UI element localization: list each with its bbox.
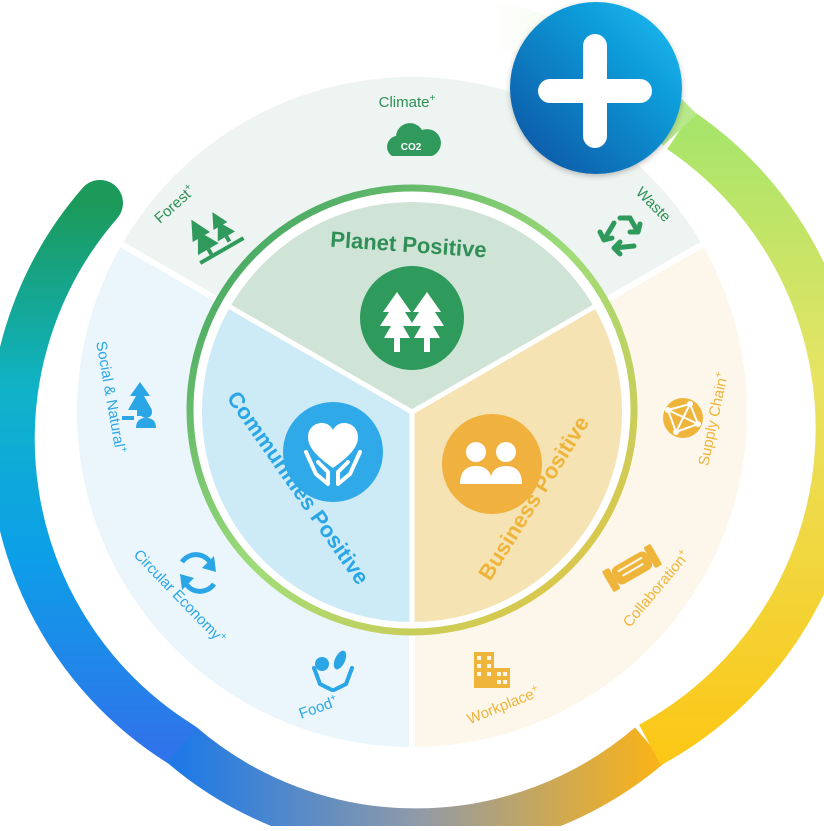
plus-icon (538, 34, 652, 148)
trees-icon (360, 266, 464, 370)
outer-ring-bottom (167, 727, 665, 831)
climate-label: Climate+ (379, 93, 436, 111)
food-hands-icon (312, 650, 354, 692)
outer-ring-left (0, 180, 205, 768)
outer-ring-right (639, 110, 824, 766)
globe-network-icon (663, 398, 703, 438)
people-icon (442, 414, 542, 514)
hands-heart-icon (283, 402, 383, 502)
inner-divider-right (410, 304, 596, 415)
building-icon (474, 652, 510, 688)
cycle-arrows-icon (179, 552, 217, 594)
handshake-icon (602, 544, 662, 592)
co2-cloud-icon: CO2 (387, 123, 441, 156)
recycle-icon (597, 215, 643, 257)
co2-icon-text: CO2 (401, 142, 422, 153)
forest-icon (191, 212, 245, 265)
inner-divider-left (228, 304, 414, 415)
person-tree-icon (122, 382, 156, 428)
